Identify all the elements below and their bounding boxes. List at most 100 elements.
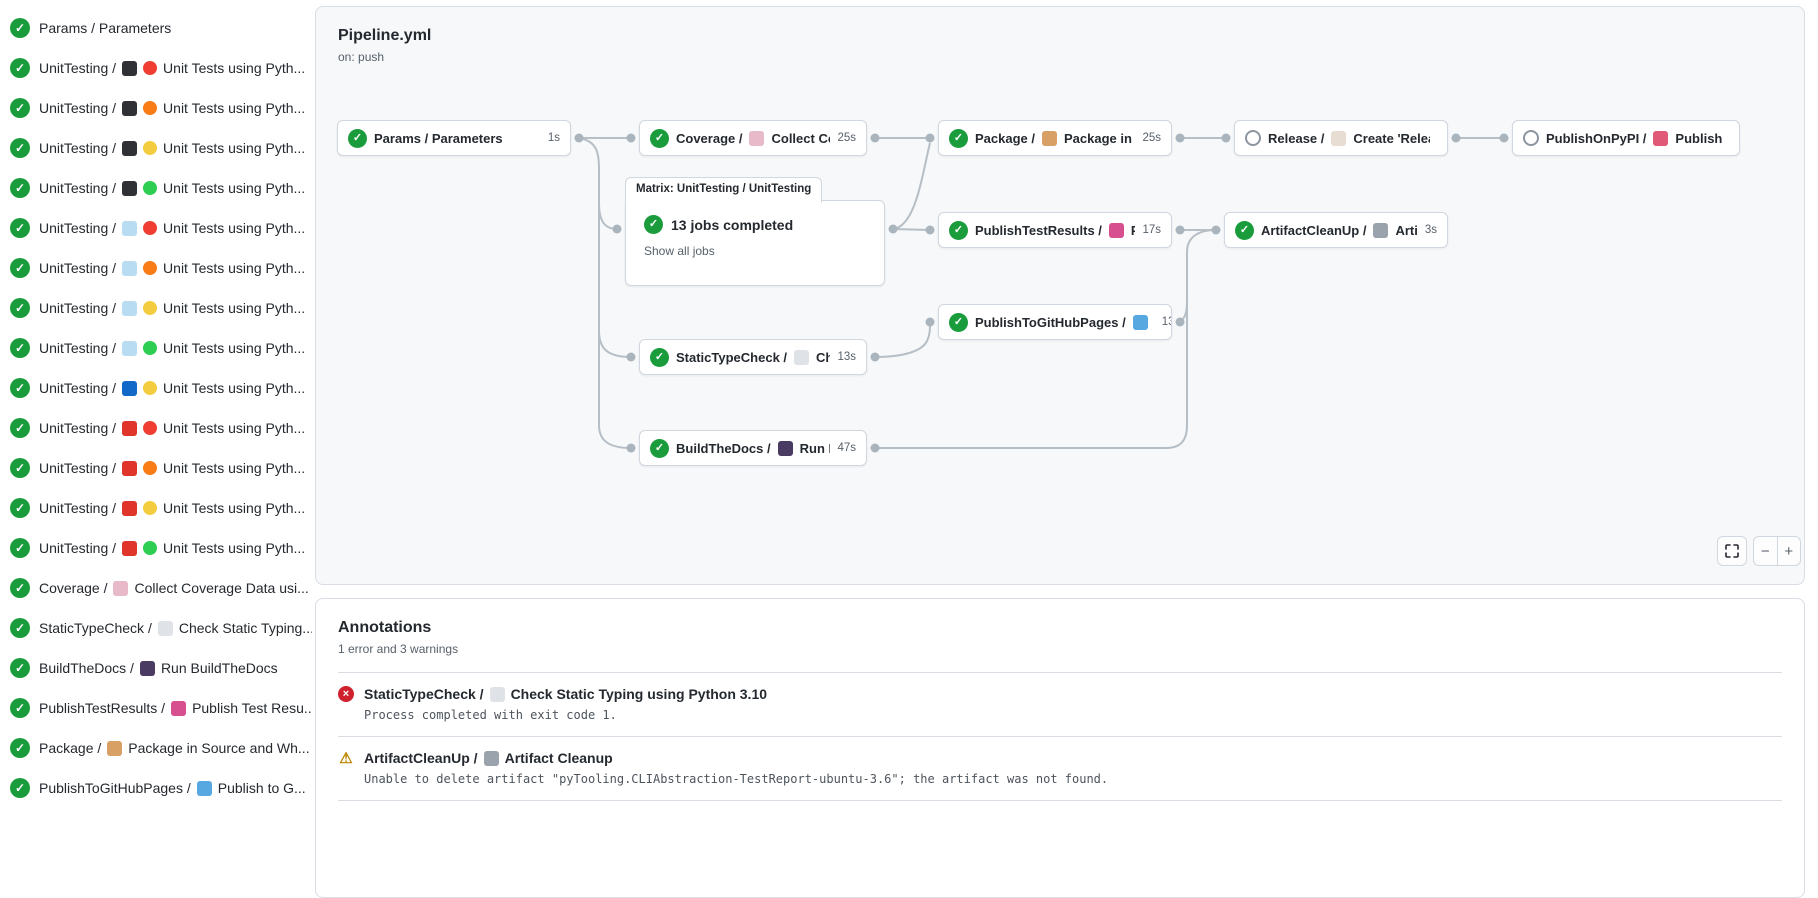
success-check-icon: ✓: [10, 458, 30, 478]
python-version-dot: [143, 261, 158, 275]
workflow-trigger: on: push: [338, 50, 385, 64]
warning-icon: ⚠: [339, 749, 353, 767]
python-version-dot: [143, 341, 158, 355]
node-duration: 3s: [1424, 224, 1437, 236]
job-title: Package in Source and Wh...: [128, 740, 310, 756]
graph-node-publish-to-github-pages[interactable]: ✓ PublishToGitHubPages / ... 13s: [938, 304, 1172, 340]
matrix-group-card[interactable]: ✓ 13 jobs completed Show all jobs: [625, 200, 885, 286]
graph-node-package[interactable]: ✓ Package / Package in So... 25s: [938, 120, 1172, 156]
node-icon: [1042, 130, 1057, 146]
sidebar-job-item[interactable]: ✓ UnitTesting / Unit Tests using Pyth...: [0, 448, 312, 488]
sidebar-job-item[interactable]: ✓ PublishTestResults / Publish Test Resu…: [0, 688, 312, 728]
sidebar-job-item[interactable]: ✓ PublishToGitHubPages / Publish to G...: [0, 768, 312, 808]
job-title: Collect Coverage Data usi...: [134, 580, 309, 596]
annotation-item: × StaticTypeCheck / Check Static Typing …: [338, 673, 1782, 737]
sidebar-job-item[interactable]: ✓ UnitTesting / Unit Tests using Pyth...: [0, 328, 312, 368]
status-success-icon: ✓: [949, 128, 968, 148]
node-icon: [749, 130, 765, 146]
success-check-icon: ✓: [10, 338, 30, 358]
node-prefix: PublishOnPyPI /: [1546, 130, 1647, 146]
node-duration: 1s: [547, 132, 560, 144]
sidebar-job-item[interactable]: ✓ UnitTesting / Unit Tests using Pyth...: [0, 368, 312, 408]
job-title: Unit Tests using Pyth...: [163, 420, 306, 436]
status-success-icon: ✓: [650, 128, 669, 148]
annotation-link[interactable]: × StaticTypeCheck / Check Static Typing …: [338, 686, 1782, 702]
node-prefix: Release /: [1268, 130, 1325, 146]
sidebar-job-item[interactable]: ✓ StaticTypeCheck / Check Static Typing.…: [0, 608, 312, 648]
os-icon: [122, 500, 138, 516]
os-icon: [122, 180, 138, 196]
sidebar-job-item[interactable]: ✓ BuildTheDocs / Run BuildTheDocs: [0, 648, 312, 688]
job-title: Unit Tests using Pyth...: [163, 220, 306, 236]
job-title: Publish to G...: [217, 780, 306, 796]
workflow-title-block: Pipeline.yml on: push: [338, 27, 431, 64]
annotation-job-prefix: StaticTypeCheck /: [364, 686, 484, 702]
annotation-message: Unable to delete artifact "pyTooling.CLI…: [364, 772, 1109, 786]
graph-node-coverage[interactable]: ✓ Coverage / Collect Cove... 25s: [639, 120, 867, 156]
os-icon: [157, 620, 173, 636]
python-version-dot: [143, 221, 158, 235]
node-prefix: BuildTheDocs /: [676, 440, 771, 456]
job-prefix: UnitTesting /: [39, 60, 117, 76]
graph-node-build-the-docs[interactable]: ✓ BuildTheDocs / Run Buil... 47s: [639, 430, 867, 466]
graph-node-artifact-cleanup[interactable]: ✓ ArtifactCleanUp / Artifac... 3s: [1224, 212, 1448, 248]
node-title: Collect Cove...: [771, 130, 830, 146]
annotation-job-icon: [483, 750, 499, 766]
annotations-title: Annotations: [338, 619, 432, 636]
node-icon: [794, 349, 810, 365]
graph-node-publish-on-pypi[interactable]: PublishOnPyPI / Publish to ...: [1512, 120, 1740, 156]
success-check-icon: ✓: [10, 258, 30, 278]
sidebar-job-item[interactable]: ✓ UnitTesting / Unit Tests using Pyth...: [0, 168, 312, 208]
sidebar-job-item[interactable]: ✓ UnitTesting / Unit Tests using Pyth...: [0, 88, 312, 128]
annotation-job-title: Artifact Cleanup: [504, 750, 613, 766]
success-check-icon: ✓: [10, 418, 30, 438]
sidebar-job-item[interactable]: ✓ UnitTesting / Unit Tests using Pyth...: [0, 408, 312, 448]
node-prefix: Params / Parameters: [374, 130, 503, 146]
show-all-jobs-link[interactable]: Show all jobs: [644, 244, 715, 258]
node-duration: 17s: [1142, 224, 1161, 236]
sidebar-job-item[interactable]: ✓ UnitTesting / Unit Tests using Pyth...: [0, 208, 312, 248]
job-prefix: PublishToGitHubPages /: [39, 780, 191, 796]
node-duration: 47s: [837, 442, 856, 454]
os-icon: [122, 140, 138, 156]
job-prefix: UnitTesting /: [39, 220, 117, 236]
job-prefix: StaticTypeCheck /: [39, 620, 152, 636]
graph-node-release[interactable]: Release / Create 'Release P...: [1234, 120, 1448, 156]
job-title: Unit Tests using Pyth...: [163, 60, 306, 76]
node-duration: 25s: [1142, 132, 1161, 144]
annotation-link[interactable]: ⚠ ArtifactCleanUp / Artifact Cleanup: [338, 750, 1782, 766]
sidebar-job-item[interactable]: ✓ UnitTesting / Unit Tests using Pyth...: [0, 48, 312, 88]
job-title: Run BuildTheDocs: [160, 660, 278, 676]
node-title: Package in So...: [1064, 130, 1135, 146]
annotation-message: Process completed with exit code 1.: [364, 708, 617, 722]
job-prefix: UnitTesting /: [39, 340, 117, 356]
graph-node-publish-test-results[interactable]: ✓ PublishTestResults / Pu... 17s: [938, 212, 1172, 248]
sidebar-job-item[interactable]: ✓ Coverage / Collect Coverage Data usi..…: [0, 568, 312, 608]
sidebar-job-item[interactable]: ✓ Package / Package in Source and Wh...: [0, 728, 312, 768]
status-skipped-icon: [1245, 130, 1261, 146]
graph-view-controls: − +: [1717, 536, 1801, 566]
zoom-in-button[interactable]: +: [1784, 542, 1794, 560]
zoom-out-button[interactable]: −: [1754, 537, 1778, 565]
os-icon: [171, 700, 187, 716]
success-check-icon: ✓: [10, 538, 30, 558]
success-check-icon: ✓: [10, 58, 30, 78]
node-title: Chec...: [816, 349, 830, 365]
status-success-icon: ✓: [1235, 220, 1254, 240]
sidebar-job-item[interactable]: ✓ UnitTesting / Unit Tests using Pyth...: [0, 288, 312, 328]
graph-node-static-type-check[interactable]: ✓ StaticTypeCheck / Chec... 13s: [639, 339, 867, 375]
sidebar-job-item[interactable]: ✓ UnitTesting / Unit Tests using Pyth...: [0, 248, 312, 288]
fullscreen-button[interactable]: [1717, 536, 1747, 566]
graph-node-params[interactable]: ✓ Params / Parameters 1s: [337, 120, 571, 156]
sidebar-job-item[interactable]: ✓ UnitTesting / Unit Tests using Pyth...: [0, 488, 312, 528]
job-prefix: UnitTesting /: [39, 300, 117, 316]
sidebar-job-item[interactable]: ✓ UnitTesting / Unit Tests using Pyth...: [0, 528, 312, 568]
success-check-icon: ✓: [10, 578, 30, 598]
python-version-dot: [143, 101, 158, 115]
sidebar-job-item[interactable]: ✓ Params / Parameters: [0, 8, 312, 48]
os-icon: [122, 460, 138, 476]
os-icon: [122, 420, 138, 436]
sidebar-job-item[interactable]: ✓ UnitTesting / Unit Tests using Pyth...: [0, 128, 312, 168]
error-icon: ×: [338, 686, 354, 702]
node-prefix: PublishToGitHubPages /: [975, 314, 1126, 330]
